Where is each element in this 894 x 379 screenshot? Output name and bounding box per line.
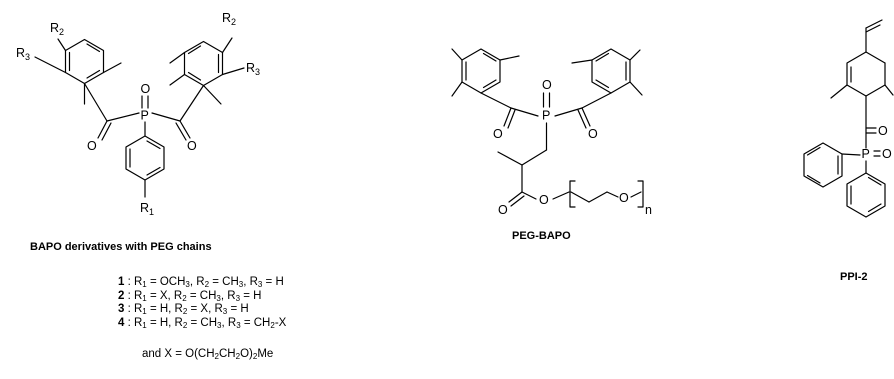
formula-text: = CH [209, 276, 239, 288]
formula-subscript: 3 [185, 280, 190, 289]
formula-subscript: 2 [270, 320, 275, 330]
formula-text: = X, R [187, 303, 223, 316]
ppi-2-phosphorus-label: P [862, 147, 870, 161]
ppi-2-structure: O P O PPI-2 [803, 19, 894, 283]
phosphorus-label: P [141, 109, 149, 123]
formula-subscript: 3 [217, 320, 222, 330]
formula-text: , R [189, 276, 205, 288]
formula-text: , R [221, 316, 237, 329]
peg-bapo-caption: PEG-BAPO [512, 230, 571, 242]
formula-subscript: 3 [216, 293, 221, 303]
left-carbonyl-oxygen-label: O [87, 139, 97, 153]
formula-text: = H [227, 303, 249, 316]
phosphoryl-oxygen-label: O [141, 82, 151, 96]
peg-bapo-structure: P O O O O O O n PEG-BAPO [451, 48, 652, 242]
ppi-2-caption: PPI-2 [840, 271, 868, 283]
compound-legend: 1 : R1 = OCH3, R2 = CH3, R3 = H 2 : R1 =… [118, 276, 286, 361]
formula-subscript: 2 [182, 293, 187, 303]
left-aryl-ring [64, 38, 105, 85]
formula-text: = H, R [146, 316, 183, 329]
peg-bapo-phosphorus-label: P [542, 109, 550, 123]
peg-bapo-right-ring [591, 48, 631, 94]
compound-number: 2 [118, 289, 125, 302]
ppi-2-phosphoryl-oxygen-label: O [882, 147, 892, 161]
peg-ether-oxygen-label: O [619, 191, 629, 205]
formula-text: = H [262, 276, 284, 288]
formula-subscript: 3 [238, 280, 244, 289]
compound-row: 2 : R1 = X, R2 = CH3, R3 = H [118, 290, 286, 304]
formula-subscript: 2 [182, 307, 188, 317]
formula-text: : R [124, 303, 143, 316]
peg-bapo-phosphoryl-oxygen-label: O [542, 78, 552, 92]
formula-subscript: 3 [222, 307, 228, 317]
r2-label-right: R2 [222, 11, 236, 27]
ester-carbonyl-oxygen-label: O [498, 203, 508, 217]
ppi-2-bottom-phenyl-ring [846, 172, 886, 218]
right-carbonyl-oxygen-label: O [187, 139, 197, 153]
bapo-derivatives-caption: BAPO derivatives with PEG chains [30, 241, 212, 253]
formula-text: : R [124, 289, 143, 302]
formula-text: = H, R [146, 303, 183, 316]
formula-subscript: 1 [142, 320, 147, 330]
formula-text: = CH [240, 316, 271, 329]
formula-subscript: 3 [257, 280, 263, 289]
compound-number: 1 [118, 276, 125, 288]
formula-text: Me [257, 348, 274, 360]
repeat-bracket-left [569, 180, 576, 208]
formula-text: , R [220, 289, 236, 302]
formula-text: = H [240, 289, 262, 302]
formula-subscript: 2 [235, 352, 241, 361]
formula-text: = OCH [146, 276, 186, 288]
formula-subscript: 2 [204, 280, 210, 289]
ester-oxygen-label: O [539, 193, 549, 207]
formula-subscript: 3 [236, 320, 241, 330]
formula-text: = CH [187, 316, 218, 329]
bapo-derivatives-structure: R2 R3 R2 R3 R1 P O O O BAPO derivatives … [16, 11, 260, 253]
formula-text: and X = O(CH [142, 348, 215, 360]
r3-label-left: R3 [16, 46, 30, 62]
formula-text: , R [243, 276, 258, 288]
ppi-2-left-phenyl-ring [803, 142, 843, 188]
formula-text: : R [124, 276, 143, 288]
compound-row: 3 : R1 = H, R2 = X, R3 = H [118, 303, 286, 317]
formula-text: = X, R [146, 289, 183, 302]
formula-text: CH [219, 348, 236, 360]
compound-row: 4 : R1 = H, R2 = CH3, R3 = CH2-X [118, 317, 286, 331]
peg-bapo-left-carbonyl-oxygen: O [493, 127, 503, 141]
peg-bapo-left-ring [461, 48, 501, 94]
ppi-2-carbonyl-oxygen-label: O [878, 124, 888, 138]
x-definition: and X = O(CH2CH2O)2Me [142, 348, 273, 362]
formula-text: O) [240, 348, 253, 360]
formula-subscript: 1 [142, 280, 147, 289]
compound-number: 3 [118, 303, 125, 316]
r2-label-left: R2 [50, 21, 64, 37]
r1-label: R1 [140, 201, 154, 217]
repeat-count-label: n [645, 203, 652, 217]
formula-text: = CH [186, 289, 217, 302]
repeat-bracket-right [637, 180, 644, 208]
formula-subscript: 1 [142, 293, 147, 303]
formula-subscript: 2 [214, 352, 219, 361]
formula-subscript: 2 [182, 320, 188, 330]
compound-row: 1 : R1 = OCH3, R2 = CH3, R3 = H [118, 276, 286, 290]
peg-bapo-right-carbonyl-oxygen: O [588, 127, 598, 141]
formula-subscript: 2 [252, 352, 258, 361]
formula-text: -X [274, 316, 287, 329]
bottom-phenyl-ring [125, 135, 165, 181]
ppi-2-aryl-ring [846, 51, 867, 97]
right-aryl-ring [183, 40, 224, 87]
r3-label-right: R3 [246, 61, 260, 77]
compound-number: 4 [118, 316, 125, 329]
formula-subscript: 1 [142, 307, 147, 317]
formula-subscript: 3 [235, 293, 241, 303]
formula-text: : R [124, 316, 143, 329]
